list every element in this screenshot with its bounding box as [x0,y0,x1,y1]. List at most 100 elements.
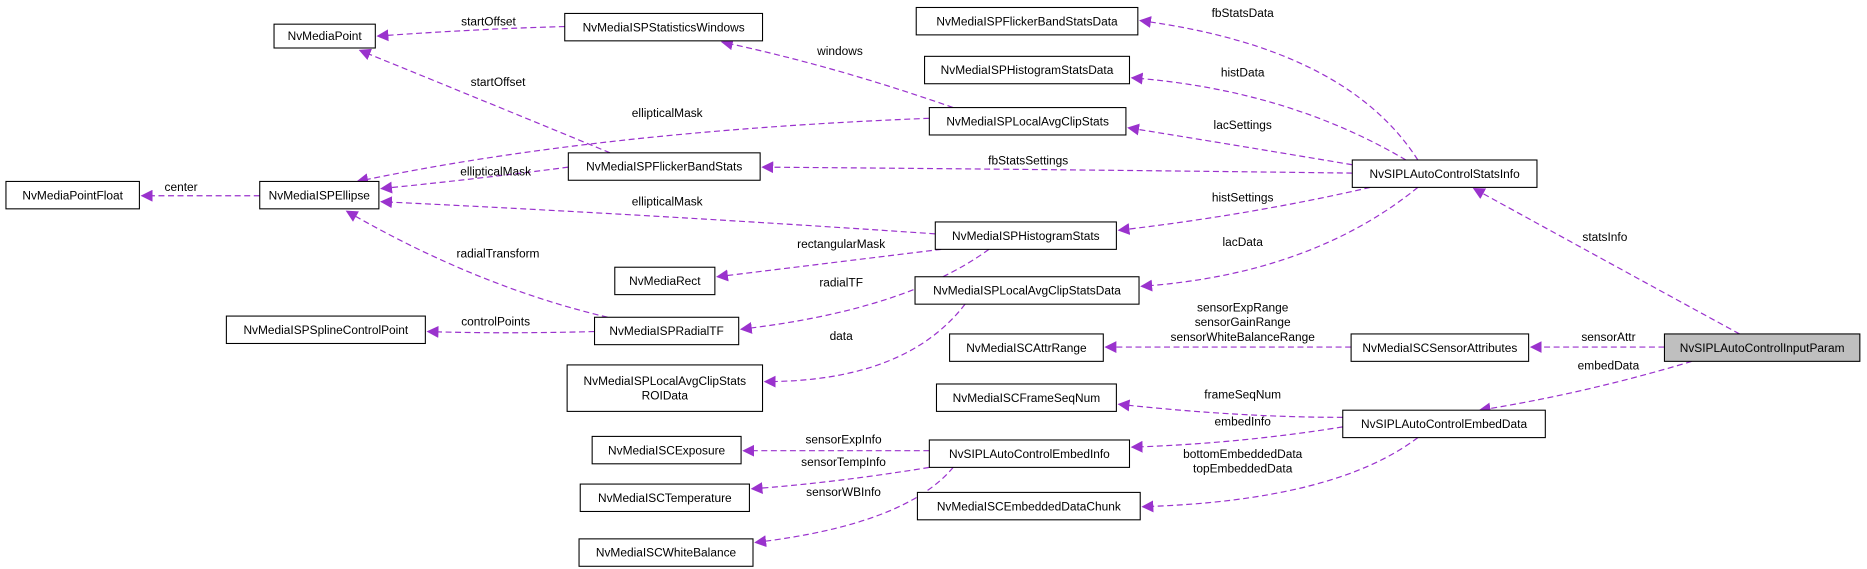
node-label: NvMediaISCWhiteBalance [596,546,737,560]
node-box [259,180,380,210]
node-label: NvSIPLAutoControlEmbedData [1361,417,1527,431]
edge-line [1117,399,1343,418]
node-nv-media-isp-ellipse[interactable]: NvMediaISPEllipse [259,180,380,210]
node-box [593,316,740,346]
edge-label: sensorExpInfo [805,433,881,447]
edge-label: embedData [1578,359,1640,373]
edges-layer: startOffsetstartOffsetellipticalMaskwind… [140,6,1740,548]
edge-control-points: controlPoints [426,315,595,338]
node-nv-media-isp-flicker-band-stats-data[interactable]: NvMediaISPFlickerBandStatsData [915,6,1139,36]
node-label: NvMediaISPLocalAvgClipStats [584,374,747,388]
node-label: NvMediaISPLocalAvgClipStatsData [933,284,1121,298]
edge-label: center [165,180,198,194]
edge-center: center [140,180,260,202]
edge-sensor-temp-info: sensorTempInfo [750,455,930,494]
node-nv-media-isc-exposure[interactable]: NvMediaISCExposure [591,435,742,465]
edge-label: sensorAttr [1581,330,1635,344]
edge-sensor-exp-info: sensorExpInfo [742,433,930,457]
node-nv-media-isc-sensor-attributes[interactable]: NvMediaISCSensorAttributes [1350,333,1530,362]
node-box [949,333,1104,362]
node-nv-media-isp-radial-tf[interactable]: NvMediaISPRadialTF [593,316,740,346]
node-nv-media-isp-local-avg-clip-stats-data[interactable]: NvMediaISPLocalAvgClipStatsData [914,276,1140,305]
node-label: NvMediaISPRadialTF [609,324,723,338]
node-nv-media-point[interactable]: NvMediaPoint [273,23,376,49]
edge-label: controlPoints [461,315,530,329]
edge-label: histData [1221,66,1265,80]
node-nv-media-isp-flicker-band-stats[interactable]: NvMediaISPFlickerBandStats [567,152,761,181]
node-label: NvSIPLAutoControlInputParam [1680,341,1845,355]
node-label: NvMediaISPSplineControlPoint [243,323,408,337]
edge-line [1472,188,1740,335]
node-label: NvMediaISCTemperature [598,491,732,505]
node-box [225,315,426,345]
node-nv-media-isp-spline-control-point[interactable]: NvMediaISPSplineControlPoint [225,315,426,345]
node-nv-sipl-auto-control-input-param[interactable]: NvSIPLAutoControlInputParam [1663,333,1861,362]
node-label: NvMediaISCAttrRange [966,341,1087,355]
edge-line [1139,16,1419,161]
edge-embed-info: embedInfo [1130,415,1343,453]
node-box [914,276,1140,305]
edge-line [716,248,942,282]
edge-hist-settings: histSettings [1117,186,1371,235]
node-label: NvMediaPointFloat [22,188,123,202]
node-nv-media-isp-local-avg-clip-stats[interactable]: NvMediaISPLocalAvgClipStats [928,107,1127,136]
node-box [614,266,716,296]
edge-label: data [830,329,854,343]
node-label: NvMediaRect [629,274,701,288]
edge-label: fbStatsData [1212,6,1275,20]
edge-line [1117,186,1371,235]
node-nv-media-isc-temperature[interactable]: NvMediaISCTemperature [579,483,750,513]
node-nv-media-rect[interactable]: NvMediaRect [614,266,716,296]
node-box [1350,333,1530,362]
node-label: ROIData [642,388,689,402]
edge-label: ellipticalMask [632,194,703,208]
node-nv-media-isc-attr-range[interactable]: NvMediaISCAttrRange [949,333,1104,362]
edge-line [1140,186,1419,292]
edge-line [356,117,930,186]
edge-line [358,48,611,154]
edge-line [754,467,954,548]
node-nv-sipl-auto-control-embed-info[interactable]: NvSIPLAutoControlEmbedInfo [928,439,1131,468]
edge-lac-data: lacData [1140,186,1419,292]
node-label: NvMediaISPHistogramStatsData [941,63,1114,77]
edge-line [1127,123,1353,166]
edge-label: statsInfo [1582,230,1627,244]
node-label: NvSIPLAutoControlStatsInfo [1370,167,1521,181]
node-nv-media-isc-embedded-data-chunk[interactable]: NvMediaISCEmbeddedDataChunk [916,491,1141,521]
edge-label: radialTF [819,275,863,289]
node-box [928,439,1131,468]
edge-label: startOffset [471,75,526,89]
node-nv-media-isp-histogram-stats[interactable]: NvMediaISPHistogramStats [934,221,1117,250]
node-box [928,107,1127,136]
edge-elliptical-mask: ellipticalMask [356,106,930,186]
edge-line [1141,437,1419,513]
node-nv-media-point-float[interactable]: NvMediaPointFloat [5,180,140,210]
node-nv-sipl-auto-control-stats-info[interactable]: NvSIPLAutoControlStatsInfo [1351,159,1538,188]
edge-line [1130,426,1343,453]
edge-label: sensorGainRange [1195,315,1291,329]
edge-line [1478,360,1693,415]
node-nv-media-isc-frame-seq-num[interactable]: NvMediaISCFrameSeqNum [935,383,1117,412]
edge-fb-stats-data: fbStatsData [1139,6,1419,161]
edge-line [376,25,565,42]
node-box [273,23,376,49]
edge-label: sensorExpRange [1197,300,1289,314]
node-box [566,364,764,412]
edge-label: frameSeqNum [1204,387,1281,401]
edge-stats-info: statsInfo [1472,188,1740,335]
node-nv-media-isc-white-balance[interactable]: NvMediaISCWhiteBalance [578,538,754,567]
node-box [579,483,750,513]
edge-label: bottomEmbeddedData [1183,447,1303,461]
edge-line [426,325,595,338]
edge-label: fbStatsSettings [988,154,1068,168]
edge-line [761,161,1353,174]
node-nv-media-isp-histogram-stats-data[interactable]: NvMediaISPHistogramStatsData [924,55,1131,85]
node-nv-media-isp-statistics-windows[interactable]: NvMediaISPStatisticsWindows [564,12,764,42]
node-box [915,6,1139,36]
node-box [564,12,764,42]
node-nv-sipl-auto-control-embed-data[interactable]: NvSIPLAutoControlEmbedData [1342,409,1546,439]
edge-label: sensorTempInfo [801,455,886,469]
